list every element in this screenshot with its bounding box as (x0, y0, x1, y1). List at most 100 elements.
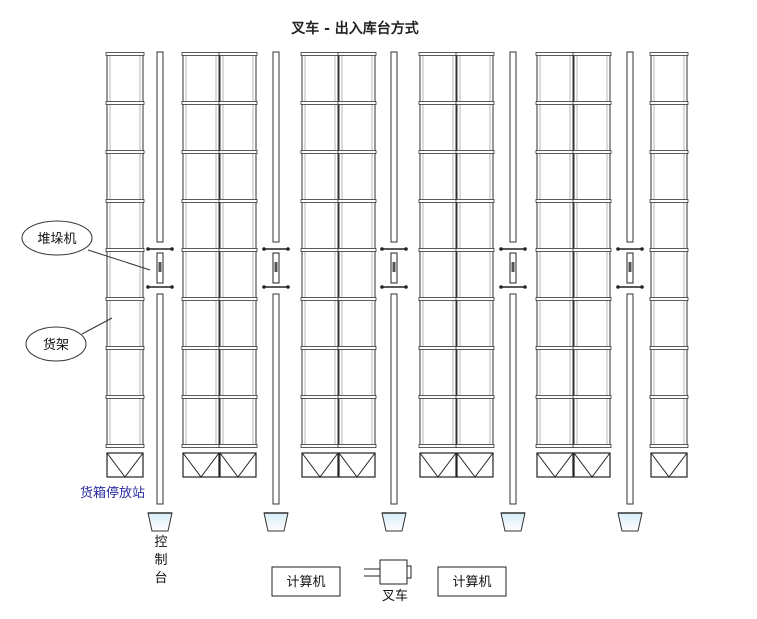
stacker-wheel (616, 285, 620, 289)
rack-label: 货架 (43, 337, 69, 353)
rack-unit (418, 52, 495, 478)
console-cup (147, 512, 173, 532)
bin-station-box (456, 452, 494, 478)
computer-right-label: 计算机 (452, 575, 491, 590)
stacker-wheel (146, 285, 150, 289)
rack-shelf-beam (418, 248, 458, 252)
rack-column (300, 52, 340, 478)
rack-column (649, 52, 689, 478)
rack-shelf-beam (649, 346, 689, 350)
rack-shelf-beam (181, 444, 221, 448)
rack-shelf-beam (218, 444, 258, 448)
rack-column (572, 52, 612, 478)
rack-shelf-beam (181, 346, 221, 350)
console-label-char-1: 控 (154, 535, 167, 550)
console-cup (263, 512, 289, 532)
rack-shelf-beam (455, 150, 495, 154)
rack-shelf-beam (455, 297, 495, 301)
stacker-aisle (146, 51, 174, 532)
rack-shelf-beam (300, 101, 340, 105)
aisle-rail-upper (272, 51, 280, 243)
stacker-callout-bubble (21, 220, 93, 256)
rack-shelf-beam (649, 395, 689, 399)
bin-station-cross (573, 452, 593, 478)
stacker-crane (262, 247, 290, 289)
rack-shelf-beam (337, 101, 377, 105)
stacker-fork (274, 262, 278, 272)
rack-column (455, 52, 495, 478)
console-label-char-2: 制 (154, 553, 167, 568)
rack-shelf-beam (535, 199, 575, 203)
rack-shelf-beam (300, 248, 340, 252)
stacker-crane (380, 247, 408, 289)
stacker-wheel (380, 285, 384, 289)
rack-shelf-beam (535, 101, 575, 105)
rack-shelf-beam (218, 297, 258, 301)
rack-shelf-beam (455, 101, 495, 105)
rack-shelf-beam (300, 199, 340, 203)
rack-unit (181, 52, 258, 478)
rack-leader-line (81, 317, 113, 335)
bin-station-cross (219, 452, 239, 478)
rack-shelf-beam (105, 101, 145, 105)
rack-shelf-beam (218, 150, 258, 154)
bin-station-box (573, 452, 611, 478)
rack-shelf-beam (105, 297, 145, 301)
rack-shelf-beam (649, 52, 689, 56)
rack-shelf-beam (418, 444, 458, 448)
aisle-rail-upper (626, 51, 634, 243)
bin-station-box (182, 452, 220, 478)
bin-station-cross (319, 452, 339, 478)
stacker-wheel (640, 285, 644, 289)
bin-station-box (301, 452, 339, 478)
rack-shelf-beam (218, 199, 258, 203)
rack-shelf-beam (649, 248, 689, 252)
bin-station-box (338, 452, 376, 478)
rack-shelf-beam (105, 444, 145, 448)
rack-shelf-beam (418, 395, 458, 399)
stacker-wheel (499, 247, 503, 251)
stacker-fork (511, 262, 515, 272)
bin-station-cross (200, 452, 220, 478)
rack-shelf-beam (300, 444, 340, 448)
rack-shelf-beam (418, 297, 458, 301)
bin-station-box (219, 452, 257, 478)
aisle-rail-lower (156, 293, 164, 505)
rack-shelf-beam (300, 346, 340, 350)
stacker-crane (616, 247, 644, 289)
rack-unit (535, 52, 612, 478)
computer-left-label: 计算机 (286, 575, 325, 590)
stacker-wheel (523, 247, 527, 251)
bin-station-label: 货箱停放站 (80, 485, 145, 501)
rack-shelf-beam (418, 199, 458, 203)
bin-station-cross (106, 452, 126, 478)
rack-shelf-beam (300, 297, 340, 301)
stacker-wheel (170, 285, 174, 289)
rack-shelf-beam (337, 248, 377, 252)
rack-shelf-beam (337, 395, 377, 399)
bin-station-box (419, 452, 457, 478)
stacker-wheel (146, 247, 150, 251)
rack-shelf-beam (572, 101, 612, 105)
rack-column (181, 52, 221, 478)
rack-shelf-beam (572, 199, 612, 203)
rack-shelf-beam (181, 395, 221, 399)
stacker-wheel (286, 285, 290, 289)
rack-shelf-beam (218, 395, 258, 399)
stacker-wheel (640, 247, 644, 251)
rack-shelf-beam (181, 52, 221, 56)
stacker-wheel (404, 285, 408, 289)
stacker-aisle (380, 51, 408, 532)
bin-station-cross (419, 452, 439, 478)
bin-station-box (650, 452, 688, 478)
rack-shelf-beam (218, 248, 258, 252)
rack-shelf-beam (418, 101, 458, 105)
stacker-wheel (262, 285, 266, 289)
rack-shelf-beam (218, 346, 258, 350)
computer-right-box (437, 566, 507, 597)
rack-shelf-beam (418, 52, 458, 56)
rack-shelf-beam (218, 101, 258, 105)
aisle-group (146, 51, 644, 532)
aisle-rail-upper (156, 51, 164, 243)
rack-shelf-beam (535, 150, 575, 154)
